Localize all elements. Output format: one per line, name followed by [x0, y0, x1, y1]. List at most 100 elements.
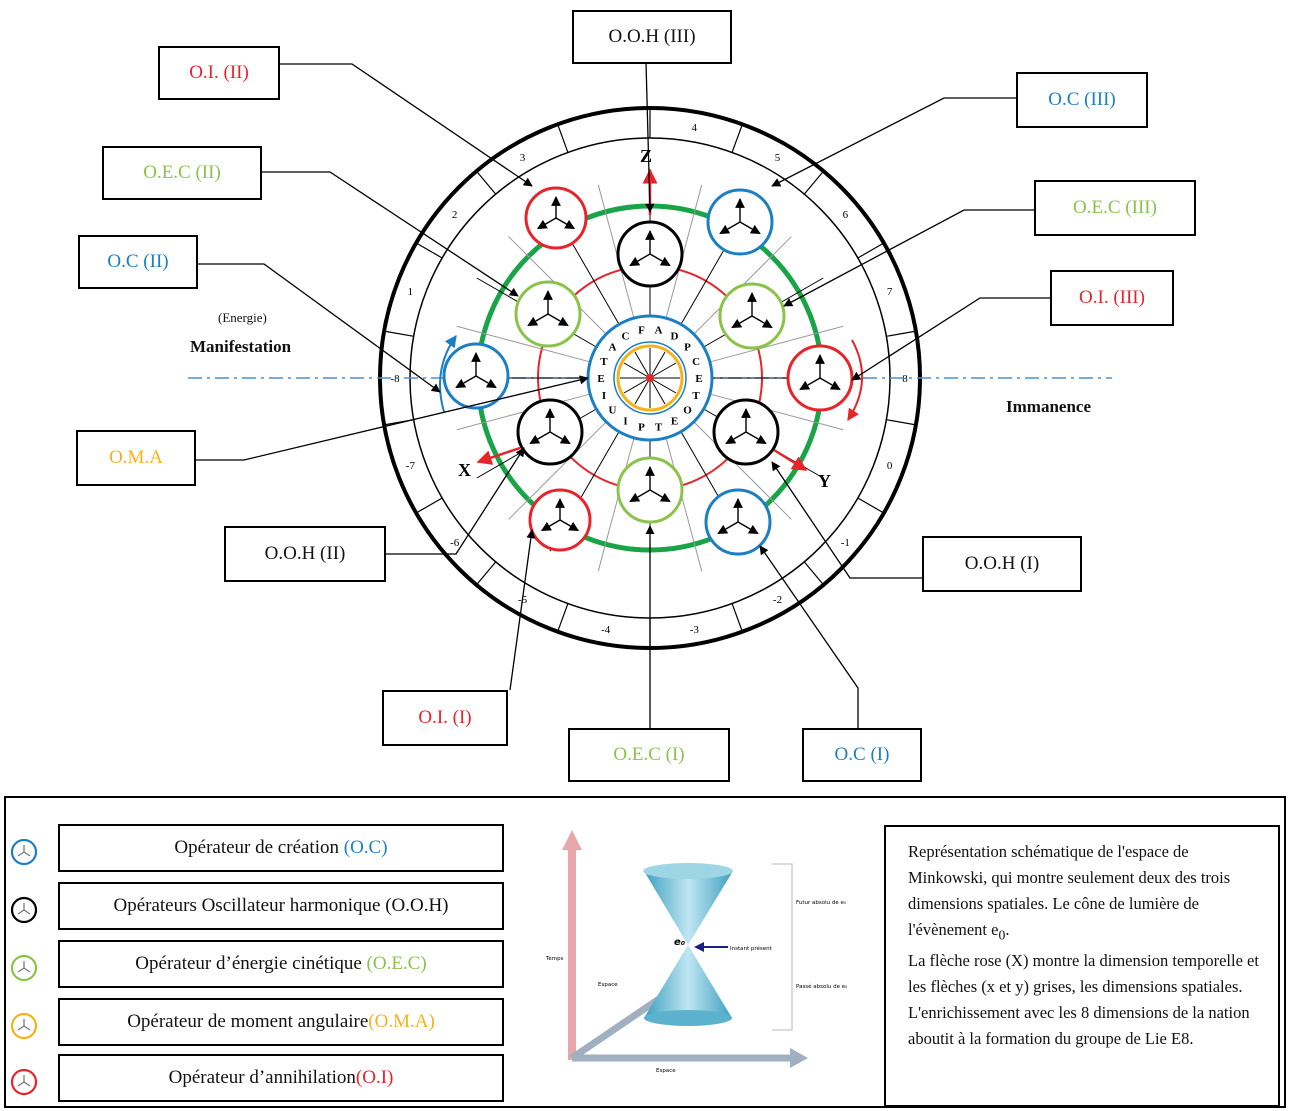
scale-number: -6: [450, 537, 460, 549]
scale-tick: [557, 124, 569, 153]
scale-number: 8: [902, 373, 908, 385]
operator-oc-3: [706, 188, 774, 256]
operator-oc-2: [442, 342, 510, 410]
inner-letter: U: [608, 404, 616, 416]
scale-number: 2: [452, 209, 458, 221]
scale-number: 1: [408, 286, 414, 298]
label-oec-3: O.E.C (III): [1034, 180, 1196, 236]
inner-letter: I: [602, 390, 606, 402]
operator-oec-3: [718, 282, 786, 350]
future-cone-top: [643, 863, 733, 879]
left-rotation-arrow: [439, 335, 457, 413]
legend-text: Opérateurs Oscillateur harmonique (O.O.H…: [113, 895, 449, 916]
scale-number: 6: [843, 209, 849, 221]
scale-number: -7: [406, 460, 416, 472]
right-rotation-arrow: [847, 339, 863, 422]
futur-label: Futur absolu de e₀: [796, 900, 847, 906]
inner-letter: T: [600, 356, 608, 368]
inner-letter: P: [638, 421, 645, 433]
label-oec-1: O.E.C (I): [568, 728, 730, 782]
inner-letter: P: [684, 342, 691, 354]
legend-label: Opérateur de création (O.C): [58, 824, 504, 872]
scale-number: 4: [692, 122, 698, 134]
legend-abbr: (O.I): [355, 1067, 394, 1088]
spoke: [597, 184, 635, 319]
scale-tick: [475, 170, 497, 195]
label-oi-3: O.I. (III): [1050, 270, 1174, 326]
y-axis-label: Y: [818, 471, 831, 491]
label-oi-2: O.I. (II): [158, 46, 280, 100]
z-axis-label: Z: [640, 146, 652, 166]
inner-letter: I: [623, 415, 627, 427]
legend-text: Opérateur de moment angulaire: [127, 1011, 369, 1032]
label-oc-3: O.C (III): [1016, 72, 1148, 128]
spoke: [597, 437, 635, 572]
legend-row: Opérateurs Oscillateur harmonique (O.O.H…: [10, 882, 510, 932]
operator-ooh-1: [712, 398, 780, 466]
scale-tick: [415, 242, 443, 259]
scale-number: -3: [690, 624, 700, 636]
past-cone: [644, 945, 732, 1018]
caption-text-1: Représentation schématique de l'espace d…: [908, 842, 1231, 939]
leader-lines: [196, 61, 1050, 728]
center-ray: [649, 351, 666, 379]
x-axis-label: X: [458, 460, 471, 480]
inner-letter: E: [671, 415, 678, 427]
scale-tick: [383, 330, 414, 337]
caption-box: Représentation schématique de l'espace d…: [884, 825, 1280, 1107]
manifestation-label: Manifestation: [190, 337, 292, 356]
inner-letter: O: [683, 404, 692, 416]
caption-text-1-end: .: [1005, 920, 1010, 939]
legend-label: Opérateur d’annihilation(O.I): [58, 1054, 504, 1102]
y-axis-arrow: [773, 448, 808, 472]
label-oec-2: O.E.C (II): [102, 146, 262, 200]
legend-abbr: (O.E.C): [366, 953, 427, 974]
legend-row: Opérateur d’annihilation(O.I): [10, 1054, 510, 1104]
spoke: [665, 437, 703, 572]
center-ray: [634, 351, 651, 379]
inner-letter: F: [638, 325, 645, 337]
legend-row: Opérateur de moment angulaire(O.M.A): [10, 998, 510, 1048]
operator-oec-2: [514, 280, 582, 348]
spoke: [709, 393, 844, 431]
legend-text: Opérateur de création: [174, 837, 344, 858]
center-dot: [646, 374, 654, 382]
present-arrow-head: [694, 942, 704, 952]
label-oma: O.M.A: [76, 430, 196, 486]
x-axis-arrow: [476, 446, 521, 465]
operator-oc-1: [704, 488, 772, 556]
time-axis-head: [562, 830, 582, 850]
operator-oi-3: [786, 344, 854, 412]
scale-number: 0: [887, 460, 893, 472]
scale-tick: [857, 497, 885, 514]
scale-number: -2: [773, 594, 782, 606]
legend-frame: [4, 796, 1286, 1108]
scale-number: 5: [775, 152, 781, 164]
inner-letter: E: [597, 373, 604, 385]
center-rays: [620, 348, 680, 408]
scale-tick: [415, 497, 443, 514]
energie-label: (Energie): [218, 310, 267, 325]
legend-row: Opérateur de création (O.C): [10, 824, 510, 874]
scale-tick: [731, 603, 743, 632]
light-cone-figure: e₀ Instant présent Temps Espace Espace F…: [545, 830, 848, 1074]
spoke: [709, 325, 844, 363]
espace-label-2: Espace: [656, 1068, 676, 1074]
scale-tick: [886, 330, 917, 337]
operator-oi-2: [524, 186, 588, 250]
operator-ooh-2: [516, 398, 584, 466]
future-cone: [644, 871, 733, 945]
label-oc-1: O.C (I): [802, 728, 922, 782]
spoke: [456, 325, 591, 363]
operator-oi-1: [528, 488, 592, 552]
center-ray: [649, 362, 677, 379]
center-ray: [623, 362, 651, 379]
scale-tick: [803, 561, 825, 586]
legend-row: Opérateur d’énergie cinétique (O.E.C): [10, 940, 510, 990]
caption-subscript: 0: [998, 927, 1006, 943]
inner-letter: A: [608, 342, 616, 354]
operator-ooh-3: [616, 220, 684, 288]
scale-number: 3: [520, 152, 526, 164]
